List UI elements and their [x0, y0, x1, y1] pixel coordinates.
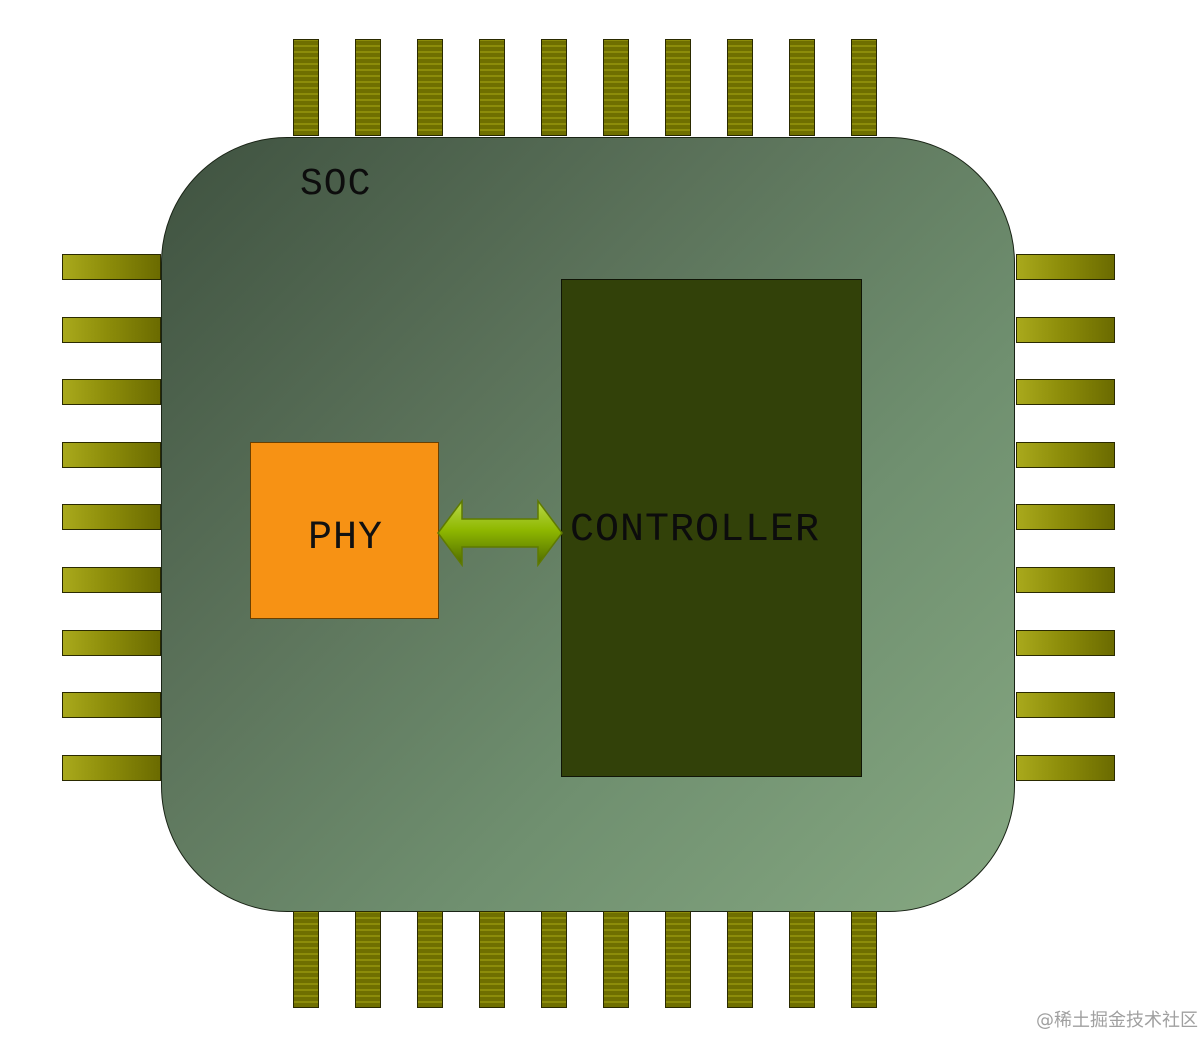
- pin-top-1: [293, 39, 319, 136]
- pin-bottom-7: [665, 911, 691, 1008]
- pin-left-1: [62, 254, 161, 280]
- pin-right-5: [1016, 504, 1115, 530]
- pin-right-1: [1016, 254, 1115, 280]
- phy-block: PHY: [250, 442, 439, 619]
- pin-left-4: [62, 442, 161, 468]
- pin-left-7: [62, 630, 161, 656]
- pin-left-6: [62, 567, 161, 593]
- pin-top-10: [851, 39, 877, 136]
- pin-top-5: [541, 39, 567, 136]
- pin-bottom-5: [541, 911, 567, 1008]
- pin-left-2: [62, 317, 161, 343]
- pin-right-4: [1016, 442, 1115, 468]
- pin-top-4: [479, 39, 505, 136]
- pin-bottom-10: [851, 911, 877, 1008]
- pin-right-8: [1016, 692, 1115, 718]
- pin-bottom-4: [479, 911, 505, 1008]
- pin-bottom-3: [417, 911, 443, 1008]
- pin-left-5: [62, 504, 161, 530]
- pin-top-3: [417, 39, 443, 136]
- pin-top-8: [727, 39, 753, 136]
- pin-top-6: [603, 39, 629, 136]
- phy-label: PHY: [307, 515, 383, 561]
- pin-bottom-8: [727, 911, 753, 1008]
- pin-bottom-9: [789, 911, 815, 1008]
- pin-right-6: [1016, 567, 1115, 593]
- pin-top-9: [789, 39, 815, 136]
- pin-right-2: [1016, 317, 1115, 343]
- controller-label: CONTROLLER: [570, 508, 821, 553]
- pin-top-7: [665, 39, 691, 136]
- pin-bottom-6: [603, 911, 629, 1008]
- pin-right-7: [1016, 630, 1115, 656]
- pin-left-3: [62, 379, 161, 405]
- controller-block: [561, 279, 862, 777]
- pin-bottom-2: [355, 911, 381, 1008]
- pin-left-8: [62, 692, 161, 718]
- pin-right-3: [1016, 379, 1115, 405]
- soc-label: SOC: [300, 163, 372, 206]
- pin-bottom-1: [293, 911, 319, 1008]
- bidirectional-arrow-icon: [437, 499, 563, 567]
- pin-top-2: [355, 39, 381, 136]
- watermark: @稀土掘金技术社区: [1036, 1010, 1198, 1031]
- pin-left-9: [62, 755, 161, 781]
- pin-right-9: [1016, 755, 1115, 781]
